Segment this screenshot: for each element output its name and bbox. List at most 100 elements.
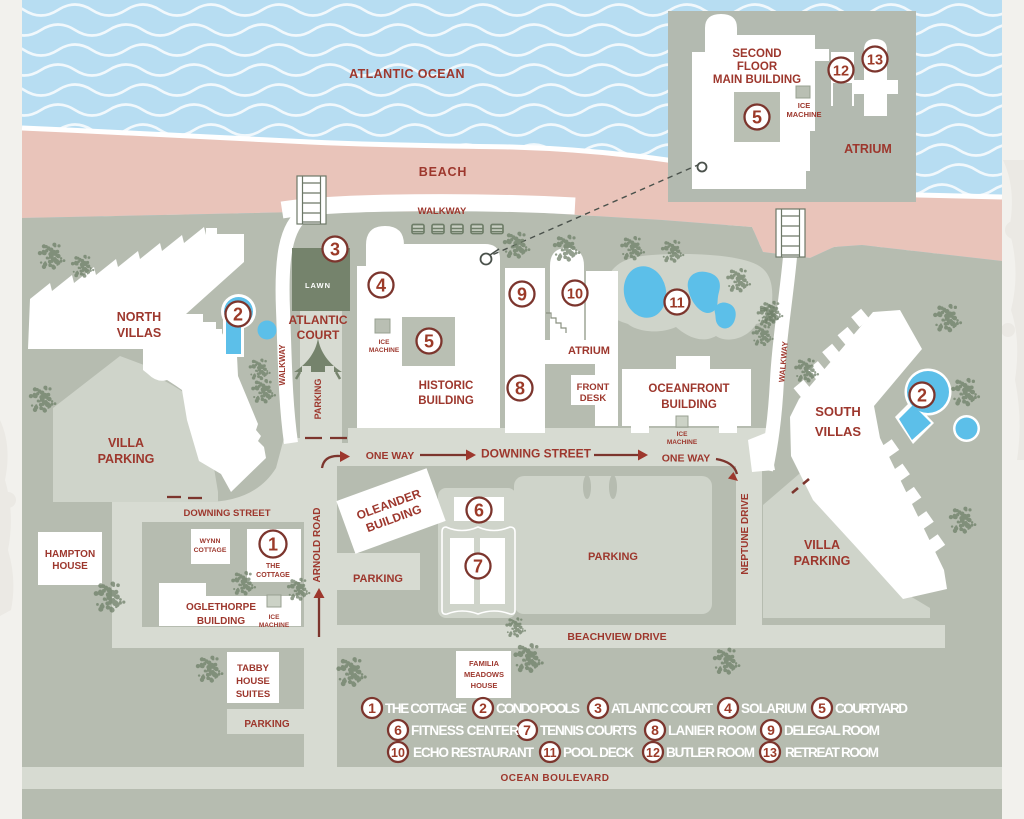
svg-text:BUILDING: BUILDING bbox=[418, 395, 474, 407]
svg-text:12: 12 bbox=[646, 746, 660, 760]
svg-text:ICE: ICE bbox=[379, 339, 391, 346]
svg-text:7: 7 bbox=[473, 557, 483, 577]
svg-text:5: 5 bbox=[424, 332, 434, 352]
svg-text:ONE WAY: ONE WAY bbox=[366, 450, 415, 462]
svg-text:2: 2 bbox=[479, 700, 487, 716]
svg-text:2: 2 bbox=[233, 305, 243, 325]
svg-text:12: 12 bbox=[833, 64, 849, 80]
svg-text:MEADOWS: MEADOWS bbox=[464, 670, 504, 679]
svg-text:11: 11 bbox=[669, 296, 684, 312]
svg-text:8: 8 bbox=[515, 379, 525, 399]
svg-text:ICE: ICE bbox=[269, 614, 281, 621]
svg-text:MACHINE: MACHINE bbox=[369, 347, 400, 354]
svg-text:BUILDING: BUILDING bbox=[197, 616, 246, 627]
svg-text:OCEANFRONT: OCEANFRONT bbox=[648, 383, 729, 395]
svg-text:BUTLER ROOM: BUTLER ROOM bbox=[666, 745, 755, 760]
svg-text:RETREAT ROOM: RETREAT ROOM bbox=[785, 745, 879, 760]
svg-text:OCEAN BOULEVARD: OCEAN BOULEVARD bbox=[501, 773, 610, 784]
svg-text:PARKING: PARKING bbox=[313, 379, 323, 420]
svg-text:LAWN: LAWN bbox=[305, 281, 331, 290]
svg-text:2: 2 bbox=[917, 386, 927, 406]
svg-text:MACHINE: MACHINE bbox=[787, 110, 822, 119]
svg-text:LANIER ROOM: LANIER ROOM bbox=[668, 723, 757, 738]
svg-text:10: 10 bbox=[391, 746, 405, 760]
svg-text:ARNOLD ROAD: ARNOLD ROAD bbox=[312, 508, 323, 583]
svg-text:DOWNING STREET: DOWNING STREET bbox=[481, 447, 592, 461]
svg-text:ATRIUM: ATRIUM bbox=[568, 345, 610, 357]
svg-text:VILLAS: VILLAS bbox=[815, 424, 862, 439]
svg-text:WALKWAY: WALKWAY bbox=[418, 206, 467, 217]
svg-text:HOUSE: HOUSE bbox=[471, 681, 498, 690]
svg-text:10: 10 bbox=[567, 287, 583, 303]
svg-text:ICE: ICE bbox=[677, 431, 689, 438]
svg-text:4: 4 bbox=[376, 276, 386, 296]
svg-text:HAMPTON: HAMPTON bbox=[45, 549, 95, 560]
svg-text:ONE WAY: ONE WAY bbox=[662, 453, 711, 465]
svg-text:MACHINE: MACHINE bbox=[259, 622, 290, 629]
svg-text:1: 1 bbox=[268, 535, 278, 555]
svg-text:ECHO RESTAURANT: ECHO RESTAURANT bbox=[413, 745, 535, 760]
svg-text:NEPTUNE DRIVE: NEPTUNE DRIVE bbox=[740, 493, 751, 574]
svg-text:PARKING: PARKING bbox=[98, 452, 155, 466]
svg-text:ATLANTIC OCEAN: ATLANTIC OCEAN bbox=[349, 67, 465, 81]
svg-text:ATLANTIC COURT: ATLANTIC COURT bbox=[611, 701, 714, 716]
svg-text:FAMILIA: FAMILIA bbox=[469, 659, 500, 668]
svg-text:PARKING: PARKING bbox=[794, 554, 851, 568]
svg-text:3: 3 bbox=[594, 700, 602, 716]
svg-text:3: 3 bbox=[330, 240, 340, 260]
svg-text:POOL DECK: POOL DECK bbox=[563, 745, 634, 760]
svg-text:7: 7 bbox=[523, 722, 531, 738]
svg-text:BUILDING: BUILDING bbox=[661, 399, 717, 411]
svg-text:6: 6 bbox=[394, 722, 402, 738]
svg-text:CONDO POOLS: CONDO POOLS bbox=[496, 701, 580, 716]
svg-text:FRONT: FRONT bbox=[577, 382, 610, 393]
svg-text:VILLAS: VILLAS bbox=[117, 326, 161, 340]
svg-text:ICE: ICE bbox=[798, 101, 811, 110]
svg-text:4: 4 bbox=[724, 700, 732, 716]
svg-text:MACHINE: MACHINE bbox=[667, 439, 698, 446]
svg-text:FLOOR: FLOOR bbox=[737, 61, 778, 73]
svg-text:SOUTH: SOUTH bbox=[815, 404, 861, 419]
svg-text:6: 6 bbox=[474, 501, 484, 521]
svg-text:OGLETHORPE: OGLETHORPE bbox=[186, 602, 256, 613]
svg-text:ATRIUM: ATRIUM bbox=[844, 142, 892, 156]
svg-text:VILLA: VILLA bbox=[108, 436, 144, 450]
svg-text:COURTYARD: COURTYARD bbox=[835, 701, 908, 716]
svg-text:WYNN: WYNN bbox=[200, 538, 221, 545]
svg-text:5: 5 bbox=[818, 700, 826, 716]
svg-text:9: 9 bbox=[767, 722, 775, 738]
svg-text:THE: THE bbox=[266, 563, 280, 570]
svg-text:WALKWAY: WALKWAY bbox=[777, 340, 790, 382]
svg-text:SECOND: SECOND bbox=[732, 48, 781, 60]
svg-text:1: 1 bbox=[368, 700, 376, 716]
svg-text:COTTAGE: COTTAGE bbox=[194, 547, 227, 554]
svg-text:9: 9 bbox=[517, 285, 527, 305]
svg-text:HOUSE: HOUSE bbox=[236, 676, 270, 687]
svg-text:ATLANTIC: ATLANTIC bbox=[288, 313, 347, 327]
svg-text:PARKING: PARKING bbox=[244, 719, 290, 730]
svg-text:TABBY: TABBY bbox=[237, 663, 270, 674]
svg-text:DELEGAL ROOM: DELEGAL ROOM bbox=[784, 723, 880, 738]
svg-text:DESK: DESK bbox=[580, 393, 607, 404]
svg-text:11: 11 bbox=[543, 746, 556, 760]
svg-text:NORTH: NORTH bbox=[117, 310, 161, 324]
svg-text:HISTORIC: HISTORIC bbox=[419, 380, 474, 392]
svg-text:13: 13 bbox=[763, 746, 777, 760]
svg-text:TENNIS COURTS: TENNIS COURTS bbox=[540, 723, 637, 738]
svg-text:MAIN BUILDING: MAIN BUILDING bbox=[713, 74, 801, 86]
svg-text:WALKWAY: WALKWAY bbox=[278, 344, 287, 386]
svg-text:HOUSE: HOUSE bbox=[52, 561, 88, 572]
svg-text:PARKING: PARKING bbox=[353, 573, 403, 585]
svg-text:BEACHVIEW DRIVE: BEACHVIEW DRIVE bbox=[567, 631, 666, 643]
svg-text:5: 5 bbox=[752, 108, 762, 128]
svg-text:PARKING: PARKING bbox=[588, 551, 638, 563]
svg-text:THE COTTAGE: THE COTTAGE bbox=[385, 701, 467, 716]
svg-text:SOLARIUM: SOLARIUM bbox=[741, 701, 807, 716]
svg-text:BEACH: BEACH bbox=[419, 165, 467, 179]
svg-text:DOWNING STREET: DOWNING STREET bbox=[183, 508, 270, 519]
svg-text:13: 13 bbox=[867, 53, 883, 69]
svg-text:COURT: COURT bbox=[297, 328, 340, 342]
svg-text:VILLA: VILLA bbox=[804, 538, 840, 552]
svg-text:COTTAGE: COTTAGE bbox=[256, 572, 290, 579]
svg-text:8: 8 bbox=[651, 722, 659, 738]
